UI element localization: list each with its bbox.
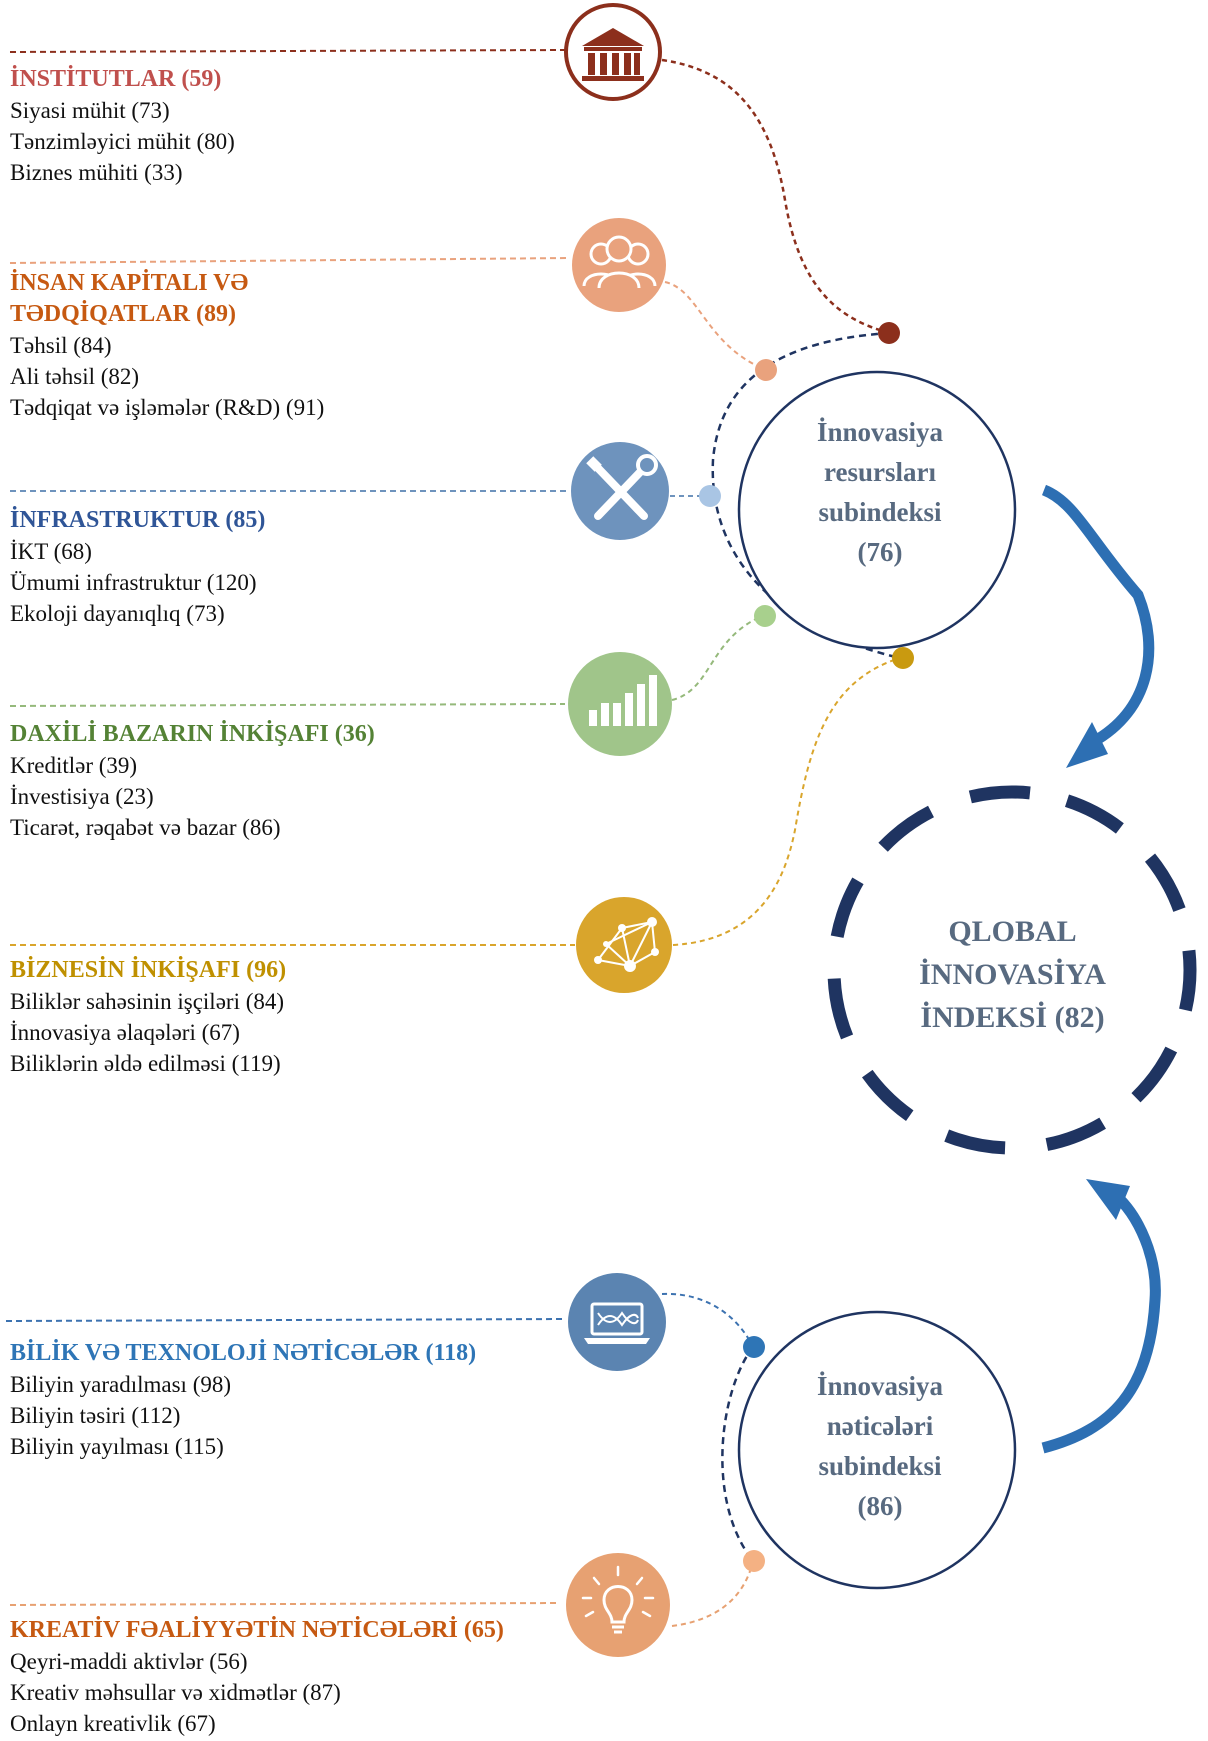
outputs-hub-line3: subindeksi bbox=[818, 1451, 942, 1481]
knowledge-connector bbox=[661, 1292, 754, 1348]
pillar-subindicator: Biliyin yaradılması (98) bbox=[10, 1372, 232, 1397]
pillar-subindicator: Biznes mühiti (33) bbox=[10, 160, 183, 185]
pillar-subindicator: Biliyin yayılması (115) bbox=[10, 1434, 224, 1459]
resources-hub-line1: İnnovasiya bbox=[816, 417, 944, 447]
pillar-knowledge-technology-outputs: BİLİK VƏ TEXNOLOJİ NƏTİCƏLƏR (118) Biliy… bbox=[10, 1338, 570, 1462]
global-innovation-index-label: QLOBAL İNNOVASİYA İNDEKSİ (82) bbox=[880, 910, 1145, 1039]
human-capital-connector bbox=[664, 281, 767, 371]
pillar-title: İNFRASTRUKTUR (85) bbox=[10, 507, 266, 533]
pillar-title: İNSAN KAPİTALI VƏ TƏDQİQATLAR (89) bbox=[10, 270, 249, 327]
human-capital-lead-line bbox=[9, 257, 571, 264]
outputs-hub-arc bbox=[721, 1346, 754, 1562]
outputs-hub-line2: nəticələri bbox=[826, 1411, 934, 1441]
bank-icon bbox=[564, 3, 662, 101]
pillar-title: BİLİK VƏ TEXNOLOJİ NƏTİCƏLƏR (118) bbox=[10, 1340, 477, 1366]
resources-hub-value: (76) bbox=[857, 537, 903, 567]
business-hub-dot bbox=[892, 647, 914, 669]
creative-lead-line bbox=[9, 1602, 561, 1606]
resources-subindex-label: İnnovasiya resursları subindeksi (76) bbox=[740, 412, 1020, 572]
pillar-title: İNSTİTUTLAR (59) bbox=[10, 66, 222, 92]
resources-hub-line3: subindeksi bbox=[818, 497, 942, 527]
pillar-subindicator: Siyasi mühit (73) bbox=[10, 98, 170, 123]
market-connector bbox=[671, 615, 763, 701]
pillar-subindicator: Ümumi infrastruktur (120) bbox=[10, 570, 257, 595]
business-connector bbox=[672, 657, 901, 946]
network-icon bbox=[576, 897, 672, 993]
knowledge-hub-dot bbox=[743, 1336, 765, 1358]
outputs-hub-line1: İnnovasiya bbox=[816, 1371, 944, 1401]
pillar-subindicator: Biliyin təsiri (112) bbox=[10, 1403, 181, 1428]
institutions-connector bbox=[661, 58, 891, 335]
pillar-subindicator: Təhsil (84) bbox=[10, 333, 112, 358]
resources-hub-circle bbox=[737, 370, 1017, 650]
pillar-subindicator: Onlayn kreativlik (67) bbox=[10, 1711, 216, 1736]
pillar-subindicator: Kreativ məhsullar və xidmətlər (87) bbox=[10, 1680, 341, 1705]
pillar-subindicator: Ekoloji dayanıqlıq (73) bbox=[10, 601, 225, 626]
pillar-subindicator: Tədqiqat və işləmələr (R&D) (91) bbox=[10, 395, 325, 420]
pillar-subindicator: Kreditlər (39) bbox=[10, 753, 138, 778]
pillar-subindicator: Biliklərin əldə edilməsi (119) bbox=[10, 1051, 281, 1076]
creative-connector bbox=[671, 1560, 754, 1627]
pillar-subindicator: Biliklər sahəsinin işçiləri (84) bbox=[10, 989, 285, 1014]
creative-hub-dot bbox=[743, 1550, 765, 1572]
pillar-business-sophistication: BİZNESİN İNKİŞAFI (96) Biliklər sahəsini… bbox=[10, 955, 570, 1079]
pillar-creative-outputs: KREATİV FƏALİYYƏTİN NƏTİCƏLƏRİ (65) Qeyr… bbox=[10, 1615, 550, 1739]
pillar-title: KREATİV FƏALİYYƏTİN NƏTİCƏLƏRİ (65) bbox=[10, 1617, 504, 1643]
pillar-human-capital: İNSAN KAPİTALI VƏ TƏDQİQATLAR (89) Təhsi… bbox=[10, 268, 570, 423]
outputs-hub-value: (86) bbox=[857, 1491, 903, 1521]
outputs-hub-circle bbox=[737, 1310, 1017, 1590]
market-lead-line bbox=[9, 703, 566, 707]
outputs-to-gii-arrow bbox=[1041, 1187, 1161, 1454]
pillar-infrastructure: İNFRASTRUKTUR (85) İKT (68) Ümumi infras… bbox=[10, 505, 570, 629]
pillar-subindicator: İKT (68) bbox=[10, 539, 92, 564]
bar-chart-icon bbox=[568, 652, 672, 756]
wrench-screwdriver-icon bbox=[571, 442, 669, 540]
pillar-subindicator: İnnovasiya əlaqələri (67) bbox=[10, 1020, 240, 1045]
people-icon bbox=[572, 218, 666, 312]
pillar-subindicator: Ticarət, rəqabət və bazar (86) bbox=[10, 815, 281, 840]
outputs-subindex-label: İnnovasiya nəticələri subindeksi (86) bbox=[740, 1366, 1020, 1526]
resources-to-gii-arrowhead bbox=[1066, 722, 1108, 768]
pillar-subindicator: İnvestisiya (23) bbox=[10, 784, 154, 809]
outputs-to-gii-arrowhead bbox=[1086, 1179, 1130, 1220]
lightbulb-icon bbox=[566, 1553, 670, 1657]
pillar-title: BİZNESİN İNKİŞAFI (96) bbox=[10, 957, 287, 983]
resources-hub-line2: resursları bbox=[824, 457, 936, 487]
gii-hub-line3: İNDEKSİ (82) bbox=[920, 1001, 1105, 1034]
pillar-subindicator: Tənzimləyici mühit (80) bbox=[10, 129, 235, 154]
market-hub-dot bbox=[754, 605, 776, 627]
human-capital-hub-dot bbox=[755, 359, 777, 381]
pillar-institutions: İNSTİTUTLAR (59) Siyasi mühit (73) Tənzi… bbox=[10, 64, 570, 188]
knowledge-lead-line bbox=[5, 1318, 566, 1322]
gii-hub-line1: QLOBAL bbox=[948, 915, 1077, 948]
pillar-subindicator: Qeyri-maddi aktivlər (56) bbox=[10, 1649, 248, 1674]
pillar-market-sophistication: DAXİLİ BAZARIN İNKİŞAFI (36) Kreditlər (… bbox=[10, 719, 570, 843]
institutions-lead-line bbox=[9, 49, 566, 53]
institutions-hub-dot bbox=[878, 322, 900, 344]
resources-to-gii-arrow bbox=[1041, 484, 1155, 747]
pillar-title: DAXİLİ BAZARIN İNKİŞAFI (36) bbox=[10, 721, 375, 747]
pillar-subindicator: Ali təhsil (82) bbox=[10, 364, 140, 389]
gii-hub-line2: İNNOVASİYA bbox=[919, 958, 1106, 991]
gii-hub-circle bbox=[827, 785, 1197, 1155]
laptop-dna-icon bbox=[568, 1273, 666, 1371]
infrastructure-hub-dot bbox=[699, 485, 721, 507]
